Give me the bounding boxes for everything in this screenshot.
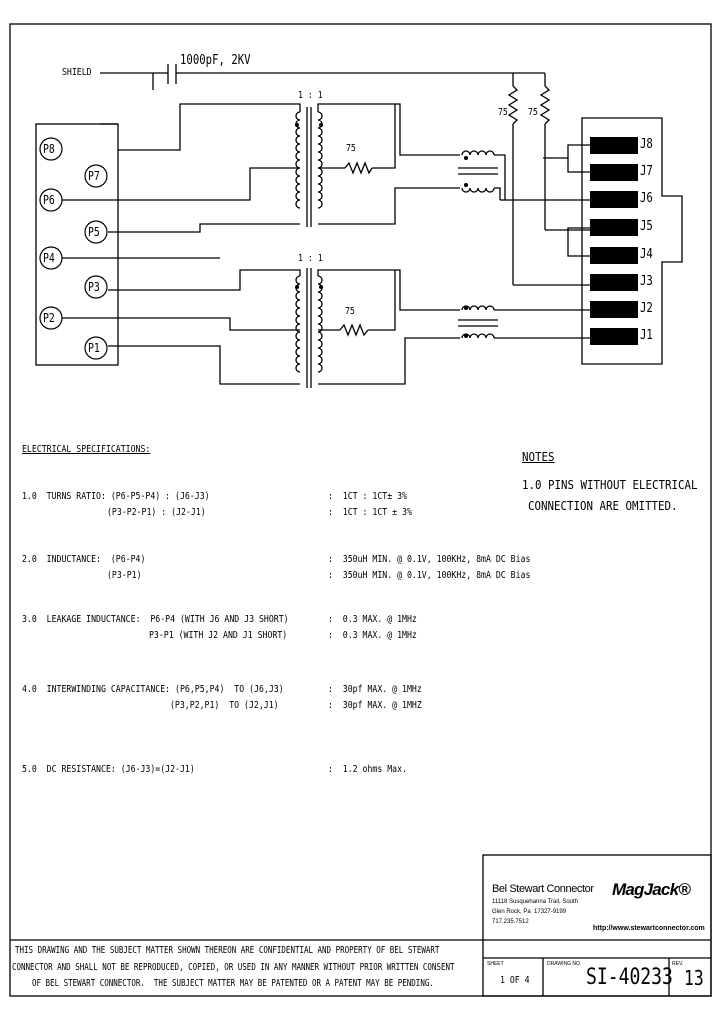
disclaimer-line-2: CONNECTOR AND SHALL NOT BE REPRODUCED, C… bbox=[12, 962, 455, 973]
spec-leakage-value-1: : 0.3 MAX. @ 1MHz bbox=[328, 614, 417, 625]
pin-box bbox=[35, 123, 119, 366]
company-address-1: 11118 Susquehanna Trail, South bbox=[492, 899, 579, 905]
company-name: Bel Stewart Connector bbox=[492, 883, 594, 895]
spec-turns-ratio-1: 1.0 TURNS RATIO: (P6-P5-P4) : (J6-J3) bbox=[22, 491, 210, 502]
jack-label-j7: J7 bbox=[640, 164, 653, 179]
top-transformer-ratio: 1 : 1 bbox=[298, 90, 323, 101]
top-resistor-label: 75 bbox=[346, 143, 356, 154]
jack-contact-j3 bbox=[590, 274, 638, 291]
top-secondary-coil bbox=[317, 111, 323, 209]
notes-heading: NOTES bbox=[522, 450, 555, 464]
pin-circle-p4 bbox=[39, 246, 63, 270]
spec-leakage-value-2: : 0.3 MAX. @ 1MHz bbox=[328, 630, 417, 641]
pin-circle-p3 bbox=[84, 275, 108, 299]
pin-label-p8: P8 bbox=[43, 142, 55, 156]
spec-turns-ratio-value-2: : 1CT : 1CT ± 3% bbox=[328, 507, 412, 518]
spec-inductance-value-1: : 350uH MIN. @ 0.1V, 100KHz, 8mA DC Bias bbox=[328, 554, 531, 565]
sheet-value: 1 OF 4 bbox=[500, 975, 530, 986]
vertical-resistor-2 bbox=[539, 85, 551, 125]
pin-label-p2: P2 bbox=[43, 311, 55, 325]
spec-inductance-1: 2.0 INDUCTANCE: (P6-P4) bbox=[22, 554, 146, 565]
vertical-resistor-1 bbox=[507, 85, 519, 125]
spec-leakage-1: 3.0 LEAKAGE INDUCTANCE: P6-P4 (WITH J6 A… bbox=[22, 614, 289, 625]
spec-dc-resistance-value: : 1.2 ohms Max. bbox=[328, 764, 407, 775]
notes-line-1: 1.0 PINS WITHOUT ELECTRICAL bbox=[522, 478, 698, 492]
jack-contact-j1 bbox=[590, 328, 638, 345]
spec-capacitance-2: (P3,P2,P1) TO (J2,J1) bbox=[170, 700, 279, 711]
vertical-resistor-1-label: 75 bbox=[498, 107, 508, 118]
jack-label-j8: J8 bbox=[640, 137, 653, 152]
bottom-transformer-ratio: 1 : 1 bbox=[298, 253, 323, 264]
spec-dc-resistance: 5.0 DC RESISTANCE: (J6-J3)=(J2-J1) bbox=[22, 764, 195, 775]
jack-label-j6: J6 bbox=[640, 191, 653, 206]
bottom-primary-coil bbox=[295, 275, 301, 373]
jack-contact-j4 bbox=[590, 247, 638, 264]
pin-circle-p5 bbox=[84, 220, 108, 244]
top-resistor bbox=[344, 161, 373, 175]
revision-number: 13 bbox=[684, 966, 704, 990]
jack-contacts bbox=[590, 137, 638, 345]
spec-leakage-2: P3-P1 (WITH J2 AND J1 SHORT) bbox=[149, 630, 288, 641]
jack-label-j5: J5 bbox=[640, 219, 653, 234]
pin-label-p4: P4 bbox=[43, 251, 55, 265]
spec-capacitance-value-2: : 30pf MAX. @ 1MHZ bbox=[328, 700, 422, 711]
spec-capacitance-1: 4.0 INTERWINDING CAPACITANCE: (P6,P5,P4)… bbox=[22, 684, 284, 695]
spec-turns-ratio-2: (P3-P2-P1) : (J2-J1) bbox=[107, 507, 206, 518]
drawing-number: SI-40233 bbox=[586, 965, 673, 990]
jack-label-j3: J3 bbox=[640, 274, 653, 289]
top-primary-coil bbox=[295, 111, 301, 209]
spec-turns-ratio-value-1: : 1CT : 1CT± 3% bbox=[328, 491, 407, 502]
jack-label-j1: J1 bbox=[640, 328, 653, 343]
disclaimer-line-1: THIS DRAWING AND THE SUBJECT MATTER SHOW… bbox=[15, 945, 440, 956]
title-block bbox=[482, 854, 712, 997]
spec-capacitance-value-1: : 30pf MAX. @ 1MHz bbox=[328, 684, 422, 695]
company-phone: 717.235.7512 bbox=[492, 919, 529, 925]
pin-circle-p6 bbox=[39, 188, 63, 212]
jack-contact-j8 bbox=[590, 137, 638, 154]
pin-circle-p2 bbox=[39, 306, 63, 330]
pin-label-p1: P1 bbox=[88, 341, 100, 355]
pin-label-p6: P6 bbox=[43, 193, 55, 207]
magjack-logo: MagJack® bbox=[612, 880, 691, 899]
sheet-label: SHEET bbox=[487, 961, 504, 967]
company-address-2: Glen Rock, Pa 17327-9199 bbox=[492, 909, 567, 915]
bottom-resistor-label: 75 bbox=[345, 306, 355, 317]
shield-label: SHIELD bbox=[62, 67, 92, 78]
pin-label-p7: P7 bbox=[88, 169, 100, 183]
website-url: http://www.stewartconnector.com bbox=[593, 925, 705, 932]
capacitor-label: 1000pF, 2KV bbox=[180, 53, 251, 68]
pin-label-p5: P5 bbox=[88, 225, 100, 239]
rj45-connector-body bbox=[581, 117, 683, 365]
vertical-resistor-2-label: 75 bbox=[528, 107, 538, 118]
pin-circle-p8 bbox=[39, 137, 63, 161]
jack-contact-j5 bbox=[590, 219, 638, 236]
jack-label-j2: J2 bbox=[640, 301, 653, 316]
pin-circle-p7 bbox=[84, 164, 108, 188]
jack-contact-j2 bbox=[590, 301, 638, 318]
jack-contact-j7 bbox=[590, 164, 638, 181]
drawing-border bbox=[9, 23, 712, 997]
revision-label: REV. bbox=[672, 961, 684, 967]
drawing-number-label: DRAWING NO. bbox=[547, 961, 582, 967]
pin-label-p3: P3 bbox=[88, 280, 100, 294]
spec-inductance-2: (P3-P1) bbox=[107, 570, 142, 581]
disclaimer-line-3: OF BEL STEWART CONNECTOR. THE SUBJECT MA… bbox=[32, 978, 434, 989]
bottom-secondary-coil bbox=[317, 275, 323, 373]
specs-heading: ELECTRICAL SPECIFICATIONS: bbox=[22, 444, 151, 455]
jack-contact-j6 bbox=[590, 191, 638, 208]
notes-line-2: CONNECTION ARE OMITTED. bbox=[528, 499, 678, 513]
pin-circle-p1 bbox=[84, 336, 108, 360]
bottom-resistor bbox=[339, 323, 369, 337]
jack-label-j4: J4 bbox=[640, 247, 653, 262]
spec-inductance-value-2: : 350uH MIN. @ 0.1V, 100KHz, 8mA DC Bias bbox=[328, 570, 531, 581]
